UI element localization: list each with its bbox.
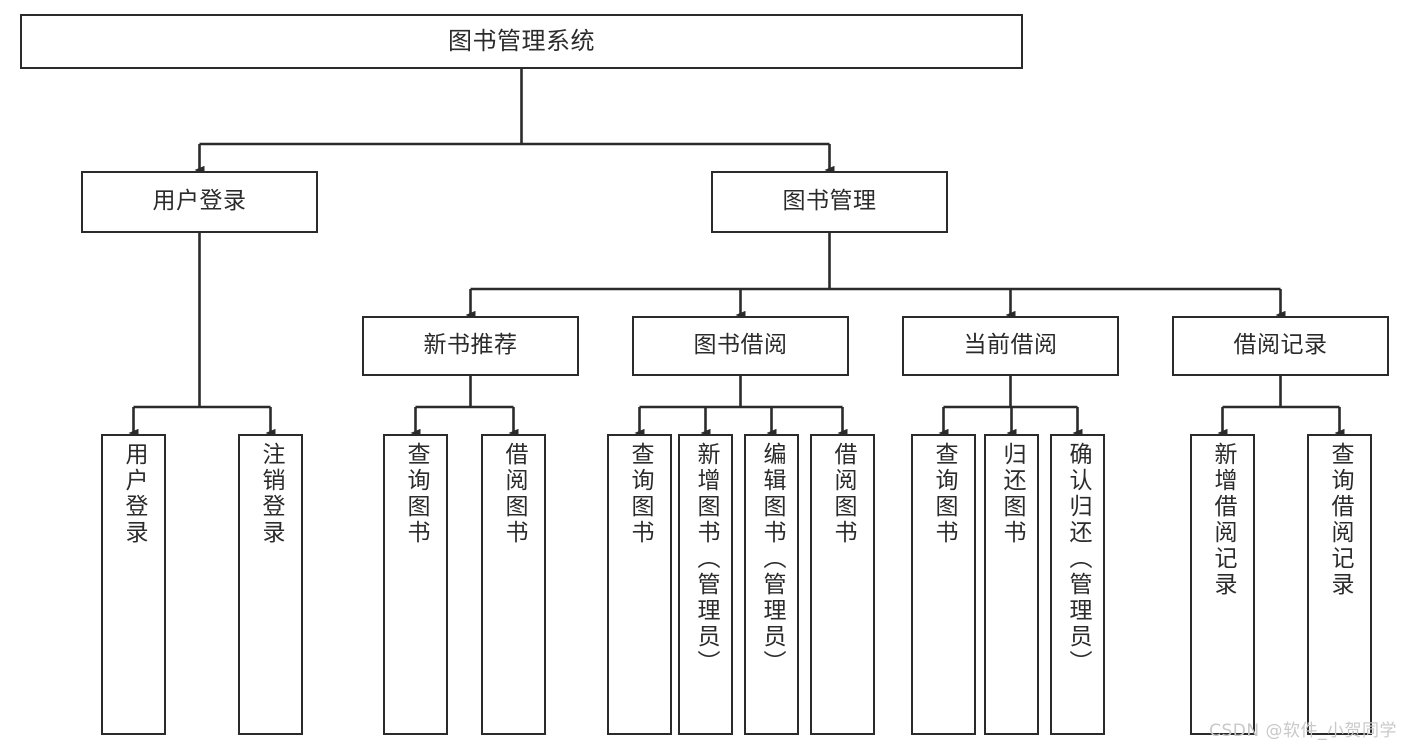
node-label: 图书管理 (782, 188, 877, 215)
node-leaf-borrow-book-2[interactable]: 借阅图书 (810, 434, 875, 735)
node-root[interactable]: 图书管理系统 (20, 14, 1023, 69)
node-user-login[interactable]: 用户登录 (81, 171, 318, 233)
node-label: 新增图书（管理员） (693, 442, 719, 676)
node-label: 用户登录 (121, 442, 147, 546)
node-borrow-record[interactable]: 借阅记录 (1172, 316, 1389, 376)
node-leaf-confirm-return[interactable]: 确认归还（管理员） (1050, 434, 1105, 735)
node-label: 归还图书 (999, 442, 1025, 546)
edge-group (128, 69, 1345, 438)
node-book-borrow[interactable]: 图书借阅 (632, 316, 849, 376)
node-label: 确认归还（管理员） (1065, 442, 1091, 676)
node-label: 新增借阅记录 (1210, 442, 1236, 598)
node-label: 查询图书 (627, 442, 653, 546)
node-current-borrow[interactable]: 当前借阅 (902, 316, 1119, 376)
node-leaf-return-book[interactable]: 归还图书 (984, 434, 1039, 735)
node-new-book-recommend[interactable]: 新书推荐 (362, 316, 579, 376)
node-leaf-edit-book[interactable]: 编辑图书（管理员） (744, 434, 799, 735)
node-label: 查询图书 (931, 442, 957, 546)
node-label: 图书借阅 (693, 332, 788, 359)
node-leaf-logout[interactable]: 注销登录 (238, 434, 303, 735)
node-label: 新书推荐 (423, 332, 518, 359)
node-label: 用户登录 (152, 188, 247, 215)
csdn-watermark: CSDN @软件_小贺同学 (1209, 721, 1397, 741)
node-leaf-add-record[interactable]: 新增借阅记录 (1190, 434, 1255, 735)
node-label: 借阅记录 (1233, 332, 1328, 359)
node-leaf-borrow-book-1[interactable]: 借阅图书 (481, 434, 546, 735)
node-label: 当前借阅 (963, 332, 1058, 359)
node-label: 图书管理系统 (448, 27, 595, 56)
node-label: 借阅图书 (501, 442, 527, 546)
node-leaf-user-login[interactable]: 用户登录 (101, 434, 166, 735)
node-label: 查询借阅记录 (1327, 442, 1353, 598)
node-leaf-add-book[interactable]: 新增图书（管理员） (678, 434, 733, 735)
node-book-manage[interactable]: 图书管理 (711, 171, 948, 233)
node-leaf-query-book-2[interactable]: 查询图书 (607, 434, 672, 735)
node-label: 注销登录 (258, 442, 284, 546)
node-leaf-query-book-3[interactable]: 查询图书 (911, 434, 976, 735)
node-label: 查询图书 (403, 442, 429, 546)
node-label: 借阅图书 (830, 442, 856, 546)
node-leaf-query-book-1[interactable]: 查询图书 (383, 434, 448, 735)
node-leaf-query-record[interactable]: 查询借阅记录 (1307, 434, 1372, 735)
node-label: 编辑图书（管理员） (759, 442, 785, 676)
